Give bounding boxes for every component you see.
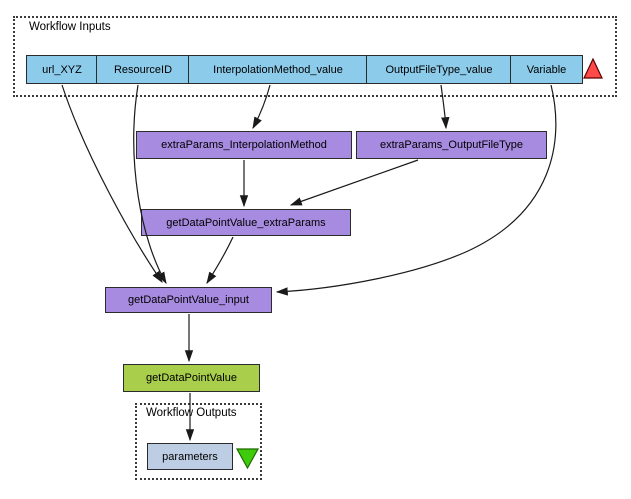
node-get-data-point-value-extra-params[interactable]: getDataPointValue_extraParams: [141, 209, 351, 236]
edge-extra-params-oft-to-extra-params-node: [289, 159, 419, 206]
node-get-data-point-value[interactable]: getDataPointValue: [123, 364, 260, 392]
node-output-file-type-value[interactable]: OutputFileType_value: [366, 55, 512, 84]
edge-extra-params-node-to-input: [206, 236, 234, 285]
node-get-data-point-value-input[interactable]: getDataPointValue_input: [105, 287, 272, 313]
workflow-outputs-label: Workflow Outputs: [146, 407, 237, 419]
edge-url-xyz-to-input: [61, 84, 163, 283]
node-resource-id[interactable]: ResourceID: [96, 55, 190, 84]
workflow-inputs-label: Workflow Inputs: [29, 21, 111, 33]
node-extra-params-interpolation-method[interactable]: extraParams_InterpolationMethod: [136, 131, 352, 159]
edge-variable-to-input: [275, 84, 557, 296]
edge-resource-id-to-input: [133, 84, 167, 285]
workflow-outputs-group: [135, 403, 262, 480]
node-extra-params-output-file-type[interactable]: extraParams_OutputFileType: [356, 131, 547, 159]
node-parameters[interactable]: parameters: [147, 443, 233, 470]
node-variable[interactable]: Variable: [510, 55, 583, 84]
node-url-xyz[interactable]: url_XYZ: [26, 55, 98, 84]
node-interpolation-method-value[interactable]: InterpolationMethod_value: [188, 55, 368, 84]
